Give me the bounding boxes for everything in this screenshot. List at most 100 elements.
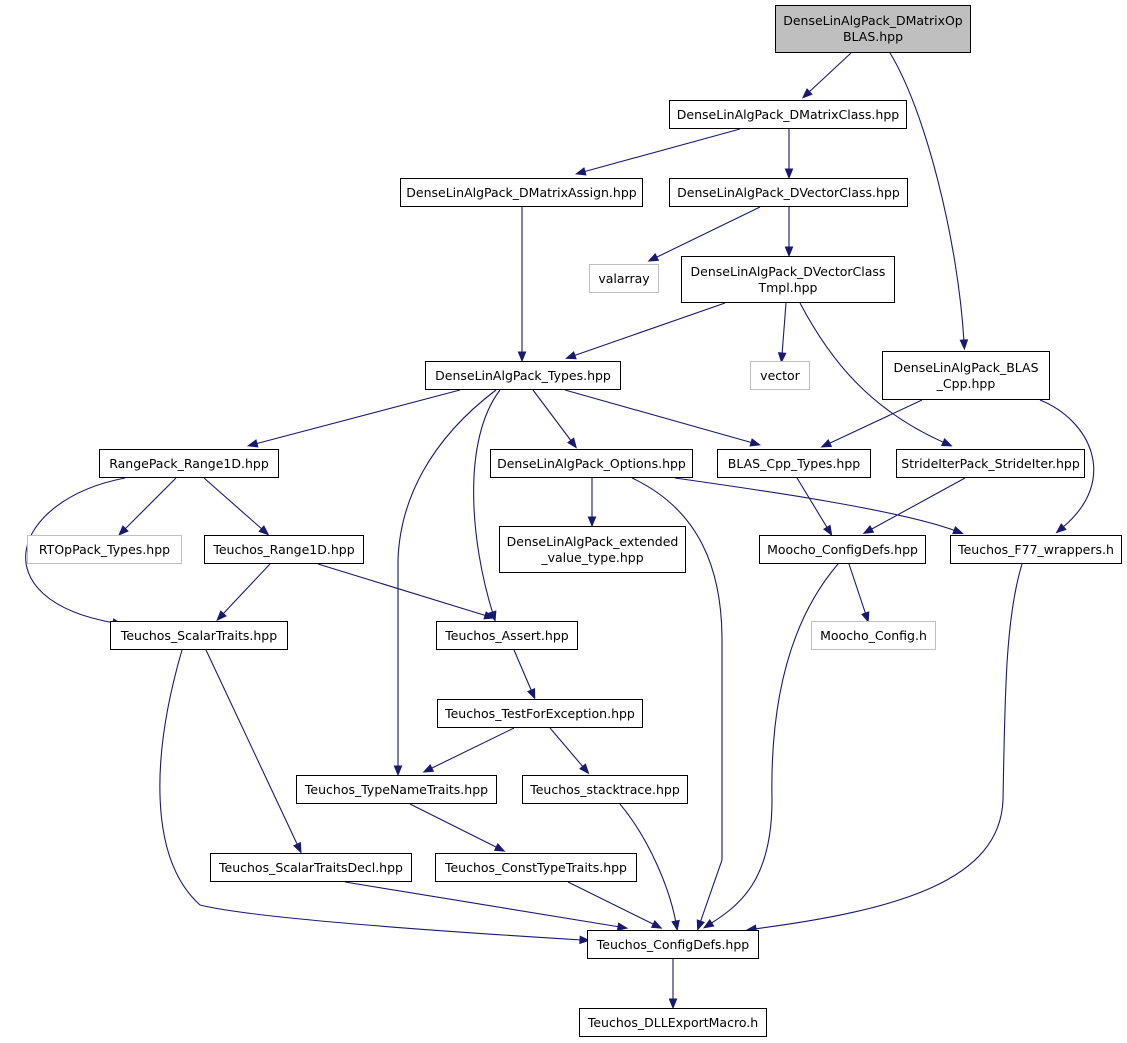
edge-line [429,727,515,770]
edge-dmatrixop-to-blascpp [889,52,969,351]
node-label: DenseLinAlgPack_Options.hpp [497,455,686,471]
node-label: Teuchos_F77_wrappers.h [958,541,1114,557]
node-label: Teuchos_Range1D.hpp [213,541,355,557]
node-scalartraitsdecl[interactable]: Teuchos_ScalarTraitsDecl.hpp [210,853,412,882]
edges-layer [25,52,1095,1010]
node-label: Teuchos_ConstTypeTraits.hpp [444,859,627,875]
node-extvalue[interactable]: DenseLinAlgPack_extended _value_type.hpp [499,526,686,573]
edge-trange1d-to-scalartraits [216,563,271,622]
edge-dvectorclass-to-dvectorclasstmpl [784,207,794,258]
edge-dmatrixclass-to-dmatrixassign [574,128,741,176]
node-label: Teuchos_ScalarTraits.hpp [120,627,278,643]
edge-range1d-to-rtoptypes [118,477,177,536]
node-label: DenseLinAlgPack_Types.hpp [435,367,611,383]
arrowhead [1055,523,1067,534]
edge-line [532,389,573,443]
node-dmatrixassign[interactable]: DenseLinAlgPack_DMatrixAssign.hpp [400,178,643,207]
edge-line [344,881,621,928]
edge-scalartraits-to-scalartraitsdecl [205,649,302,854]
edge-options-to-extvalue [587,478,597,528]
edge-line [848,563,867,616]
arrowhead [820,439,833,448]
node-label: RangePack_Range1D.hpp [109,455,269,471]
arrowhead [862,524,875,535]
arrowhead [246,439,259,448]
node-tconfigdefs[interactable]: Teuchos_ConfigDefs.hpp [587,930,759,959]
arrowhead [861,611,870,623]
node-mconfigh: Moocho_Config.h [811,621,936,650]
node-blascpp[interactable]: DenseLinAlgPack_BLAS _Cpp.hpp [882,351,1050,400]
node-dvectorclasstmpl[interactable]: DenseLinAlgPack_DVectorClass Tmpl.hpp [681,256,895,303]
edge-line [1039,399,1095,529]
edge-line [317,563,488,617]
edge-types-to-typenametraits [393,389,497,777]
node-testforexc[interactable]: Teuchos_TestForException.hpp [437,699,643,728]
edge-trange1d-to-assert [317,563,495,620]
edge-types-to-range1d [246,389,461,448]
arrowhead [940,438,953,447]
arrowhead [118,525,129,536]
arrowhead [616,922,629,931]
node-label: Teuchos_ScalarTraitsDecl.hpp [219,859,403,875]
node-blascpptypes[interactable]: BLAS_Cpp_Types.hpp [717,449,871,478]
node-consttypetraits[interactable]: Teuchos_ConstTypeTraits.hpp [435,853,637,882]
arrowhead [393,765,403,777]
edge-options-to-f77 [674,477,964,535]
arrowhead [527,687,536,700]
arrowhead [647,253,660,262]
edge-line [159,649,583,941]
edge-line [473,389,501,615]
arrowhead [784,168,794,180]
edge-line [203,477,264,531]
node-dvectorclass[interactable]: DenseLinAlgPack_DVectorClass.hpp [669,178,908,207]
arrowhead [579,763,590,775]
node-label: Moocho_Config.h [820,627,927,643]
edge-line [513,649,533,693]
node-label: DenseLinAlgPack_DMatrixAssign.hpp [406,184,637,200]
node-scalartraits[interactable]: Teuchos_ScalarTraits.hpp [110,621,288,650]
edge-line [397,389,497,768]
edge-dvectorclasstmpl-to-vector [777,302,787,364]
node-range1d[interactable]: RangePack_Range1D.hpp [99,449,279,478]
edge-line [567,881,656,926]
node-label: RTOpPack_Types.hpp [38,541,171,557]
arrowhead [517,351,527,363]
node-valarray: valarray [589,264,659,293]
node-trange1d[interactable]: Teuchos_Range1D.hpp [204,535,364,564]
node-label: Teuchos_ConfigDefs.hpp [596,936,750,952]
node-stacktrace[interactable]: Teuchos_stacktrace.hpp [522,775,688,804]
edge-line [827,399,923,445]
arrowhead [822,524,833,537]
edge-scalartraits-to-tconfigdefs [159,649,591,945]
edge-line [796,477,829,530]
edge-line [25,477,126,624]
node-options[interactable]: DenseLinAlgPack_Options.hpp [490,449,693,478]
node-f77[interactable]: Teuchos_F77_wrappers.h [950,535,1122,564]
node-dllexport[interactable]: Teuchos_DLLExportMacro.h [579,1008,767,1037]
edge-line [572,302,726,357]
arrowhead [777,352,787,364]
node-assert[interactable]: Teuchos_Assert.hpp [436,621,578,650]
node-mconfigdefs[interactable]: Moocho_ConfigDefs.hpp [759,535,926,564]
edge-assert-to-testforexc [513,649,536,700]
node-dmatrixclass[interactable]: DenseLinAlgPack_DMatrixClass.hpp [669,100,907,129]
arrowhead [565,351,577,360]
node-dmatrixop[interactable]: DenseLinAlgPack_DMatrixOp BLAS.hpp [775,5,971,53]
node-label: valarray [598,270,650,286]
arrowhead [216,610,227,622]
node-label: Teuchos_TypeNameTraits.hpp [304,781,489,797]
arrowhead [587,516,597,528]
arrowhead [952,526,964,535]
node-vector: vector [750,361,810,390]
edge-line [205,649,299,847]
node-strideiter[interactable]: StrideIterPack_StrideIter.hpp [896,449,1085,478]
edge-line [221,563,271,616]
edge-line [582,128,741,173]
arrowhead [784,246,794,258]
edge-types-to-assert [473,389,501,622]
arrowhead [702,918,715,929]
node-typenametraits[interactable]: Teuchos_TypeNameTraits.hpp [296,775,497,804]
arrowhead [579,935,591,945]
node-types[interactable]: DenseLinAlgPack_Types.hpp [425,361,621,390]
edge-f77-to-tconfigdefs [745,563,1023,933]
